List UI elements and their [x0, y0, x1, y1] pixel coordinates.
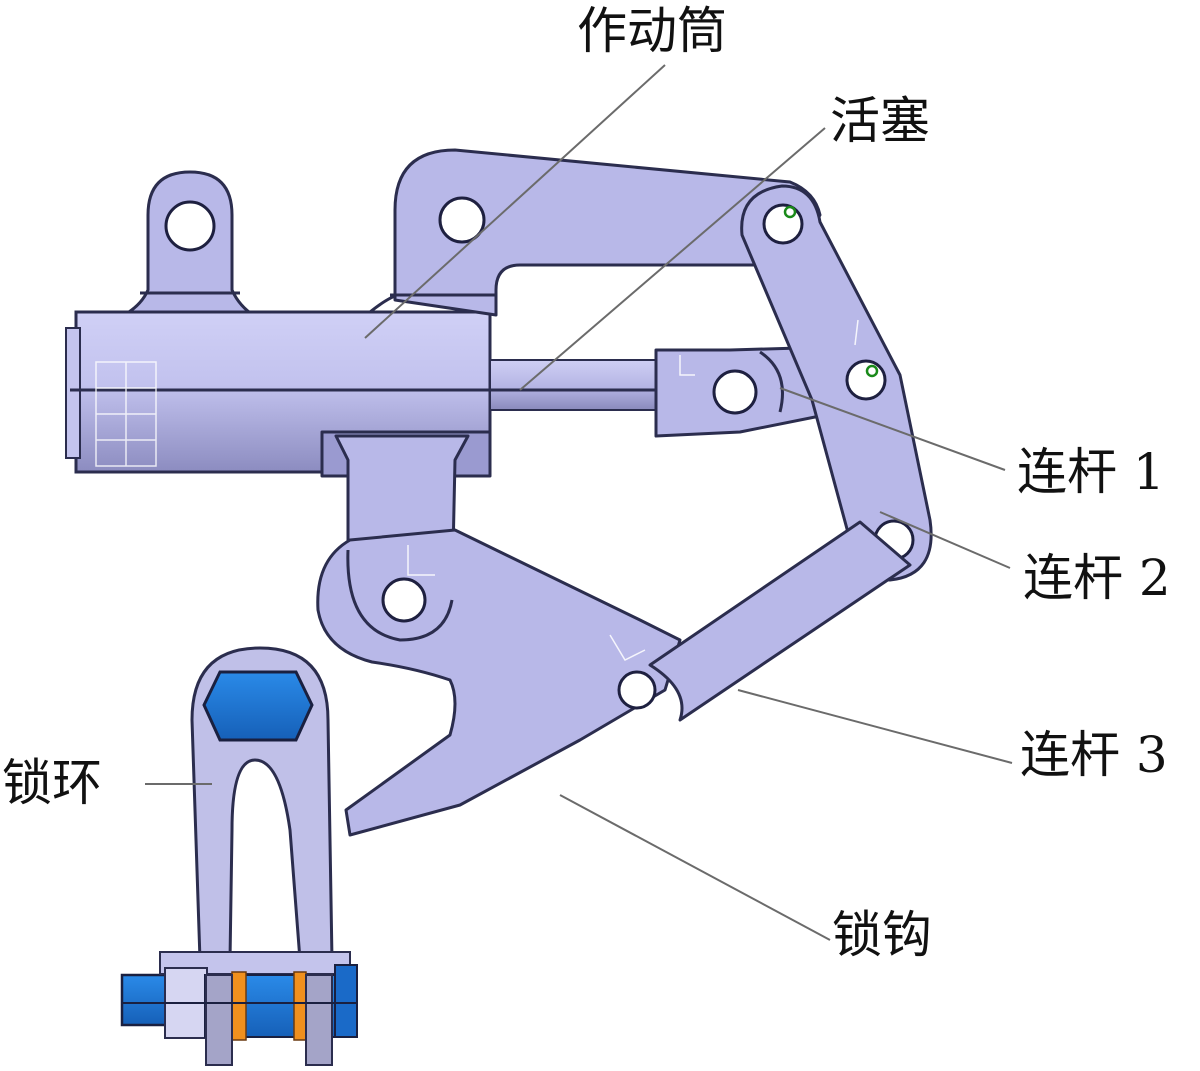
leader-actuator-cylinder — [364, 64, 666, 339]
leader-link-1 — [779, 387, 1006, 471]
pivot-marker — [865, 364, 879, 378]
pivot-marker — [783, 205, 797, 219]
leader-link-2 — [879, 511, 1011, 569]
lock-ring-bolt-assembly — [120, 951, 358, 1066]
leader-piston — [519, 127, 826, 391]
leader-lines — [145, 64, 1013, 941]
label-lock-hook: 锁钩 — [832, 906, 932, 964]
label-lock-ring: 锁环 — [2, 754, 102, 812]
label-link-1: 连杆 1 — [1017, 443, 1165, 501]
label-piston: 活塞 — [830, 92, 930, 150]
label-link-2: 连杆 2 — [1023, 549, 1171, 607]
cad-axis-markers — [407, 319, 859, 661]
upper-frame-arm — [369, 148, 822, 317]
piston-rod — [489, 359, 663, 411]
hex-bolt-head — [202, 670, 314, 742]
lock-ring — [120, 646, 358, 1066]
leader-lock-hook — [559, 794, 831, 941]
lock-hook — [316, 528, 682, 837]
leader-link-3 — [737, 689, 1013, 764]
label-link-3: 连杆 3 — [1020, 726, 1168, 784]
end-cap-detail — [95, 361, 157, 467]
link-3 — [648, 520, 912, 722]
label-actuator-cylinder: 作动筒 — [577, 2, 727, 60]
